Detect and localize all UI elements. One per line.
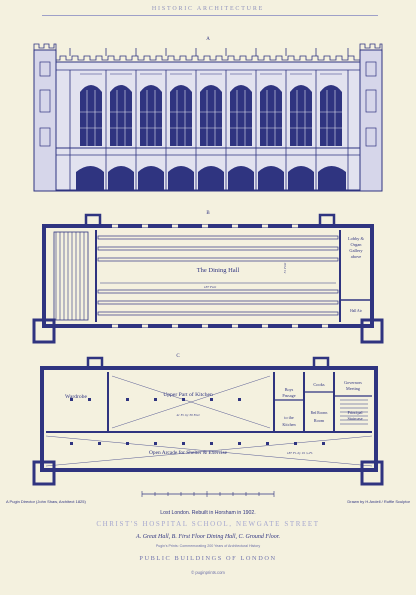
scale-bar — [141, 491, 275, 497]
passage-label-1: Boys — [285, 387, 294, 392]
credit-left: A Pugin Director (John Shaw, Architect 1… — [6, 499, 86, 504]
plate-letter-c: C — [176, 354, 180, 359]
arcade-label: Open Arcade for Shelter & Exercise — [149, 449, 228, 456]
passage-label-2: Passage — [282, 393, 295, 398]
plate-legend: A. Great Hall, B. First Floor Dining Hal… — [136, 534, 280, 540]
website-link[interactable]: © puginprints.com — [191, 570, 225, 575]
ground-floor-plan: C — [32, 354, 384, 486]
governors-label-2: Meeting — [346, 386, 361, 391]
publisher-line: Pugin's Prints: Commemorating 200 Years … — [155, 544, 261, 548]
room-dining-hall: The Dining Hall — [197, 267, 240, 274]
room-wardrobe: Wardrobe — [65, 394, 87, 400]
passage-label-4: Kitchen — [282, 422, 296, 427]
staircase-label-1: Principal — [347, 410, 363, 415]
width-dimension: 51 Feet — [283, 262, 287, 274]
room-bed-rooms: Bed Rooms — [311, 411, 328, 415]
arcade-dimension: 187 Ft. by 19 ¾ Ft. — [287, 451, 313, 455]
length-dimension: 187 Feet — [204, 285, 217, 289]
credit-right: Drawn by H.Andell / Ruffle Sculptor — [347, 499, 410, 504]
passage-label-3: to the — [284, 415, 294, 420]
governors-label-1: Governors — [344, 380, 362, 385]
governors-label-3: Room — [314, 418, 325, 423]
lobby-label-2: Organ — [351, 242, 363, 247]
first-floor-plan: B — [32, 211, 384, 344]
series-title: PUBLIC BUILDINGS OF LONDON — [139, 555, 277, 562]
kitchen-dimension: 41 Ft. by 30 Feet — [176, 413, 200, 417]
plate-letter-b: B — [206, 211, 210, 216]
header-rule — [42, 15, 378, 16]
staircase-label-2: Staircase — [347, 416, 362, 421]
lobby-label-4: above — [351, 254, 362, 259]
room-cooks: Cooks — [313, 382, 325, 387]
small-room-label: Hall Air — [350, 309, 362, 313]
lobby-label-3: Gallery — [349, 248, 363, 253]
print-title: CHRIST'S HOSPITAL SCHOOL, NEWGATE STREET — [96, 520, 320, 528]
room-kitchen: Upper Part of Kitchen — [163, 391, 213, 398]
plate-letter-a: A — [206, 37, 210, 42]
location-note: Lost London. Rebuilt in Horsham in 1902. — [160, 510, 256, 516]
series-header: HISTORIC ARCHITECTURE — [151, 6, 265, 12]
elevation-drawing: A — [33, 37, 383, 192]
lobby-label-1: Lobby & — [348, 236, 365, 241]
